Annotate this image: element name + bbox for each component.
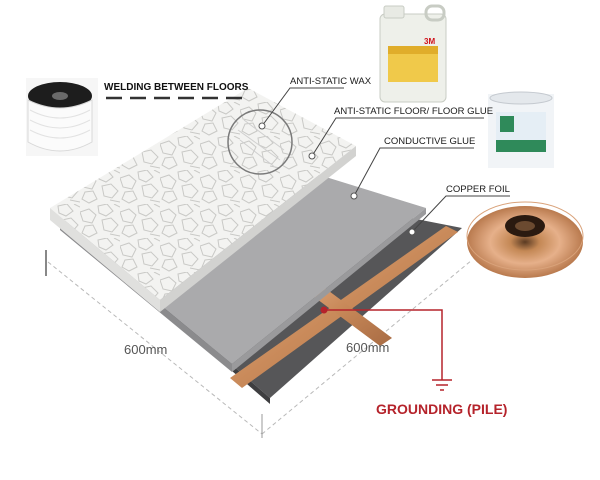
dimension-right-label: 600mm <box>346 340 389 355</box>
ground-symbol-icon <box>432 379 452 391</box>
floor-glue-bucket-image <box>488 91 554 168</box>
leader-dots <box>258 122 416 236</box>
conductive-glue-side <box>232 208 426 372</box>
floor-tile-side-edge <box>160 146 356 312</box>
label-antistatic-floor-glue: ANTI-STATIC FLOOR/ FLOOR GLUE <box>334 106 493 117</box>
label-welding-between-floors: WELDING BETWEEN FLOORS <box>104 82 249 93</box>
label-conductive-glue: CONDUCTIVE GLUE <box>384 136 475 147</box>
label-copper-foil: COPPER FOIL <box>446 184 510 195</box>
antistatic-wax-bottle-image: 3M <box>379 4 447 103</box>
dimension-guides <box>45 250 473 438</box>
copper-foil-coil-image <box>466 201 584 278</box>
floor-tile-front-edge <box>50 208 160 312</box>
dimension-left-label: 600mm <box>124 342 167 357</box>
label-grounding-pile: GROUNDING (PILE) <box>376 401 507 417</box>
grounding-connection <box>320 306 443 380</box>
magnifier-icon <box>227 109 293 175</box>
leader-lines <box>261 87 510 233</box>
antistatic-floor-tile <box>50 88 356 300</box>
welding-rope-roll-image <box>26 78 98 156</box>
label-antistatic-wax: ANTI-STATIC WAX <box>290 76 372 87</box>
wax-brand-logo: 3M <box>424 37 435 46</box>
